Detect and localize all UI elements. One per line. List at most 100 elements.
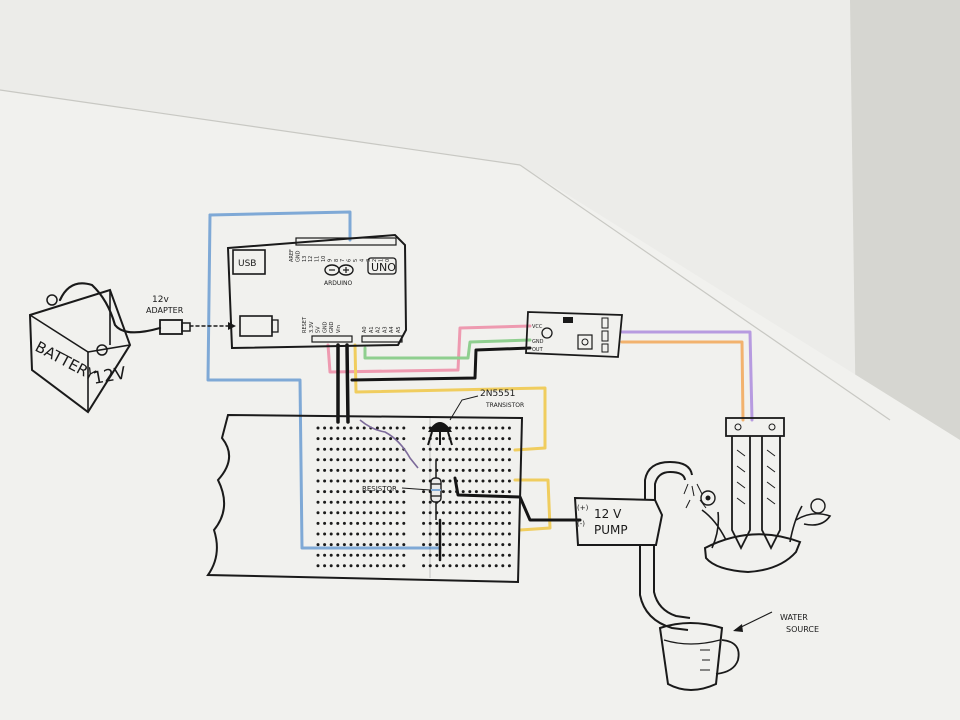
yellow-wire-lower	[513, 478, 552, 532]
breadboard-hole	[507, 468, 511, 472]
breadboard-hole	[369, 437, 373, 441]
breadboard-hole	[455, 532, 459, 536]
breadboard-hole	[481, 468, 485, 472]
leaf-icon	[701, 505, 832, 549]
breadboard-hole	[369, 500, 373, 504]
breadboard-hole	[494, 553, 498, 557]
breadboard-hole	[402, 468, 406, 472]
breadboard-hole	[382, 479, 386, 483]
breadboard-hole	[395, 479, 399, 483]
breadboard-hole	[356, 564, 360, 568]
breadboard-hole	[441, 447, 445, 451]
breadboard-hole	[369, 458, 373, 462]
pin-label: 2	[372, 259, 378, 262]
probe-leg-icon	[731, 436, 751, 551]
breadboard-hole	[356, 447, 360, 451]
breadboard-hole	[441, 532, 445, 536]
breadboard-hole	[356, 458, 360, 462]
breadboard-hole	[349, 468, 353, 472]
breadboard-hole	[382, 426, 386, 430]
breadboard-hole	[428, 553, 432, 557]
breadboard-hole	[422, 479, 426, 483]
breadboard-hole	[428, 511, 432, 515]
breadboard-hole	[369, 447, 373, 451]
breadboard-hole	[507, 511, 511, 515]
breadboard-hole	[422, 426, 426, 430]
breadboard-hole	[422, 521, 426, 525]
breadboard-hole	[501, 468, 505, 472]
breadboard-hole	[428, 447, 432, 451]
breadboard-hole	[395, 532, 399, 536]
breadboard-hole	[448, 543, 452, 547]
pin-label: AREF	[289, 249, 295, 262]
breadboard-hole	[402, 500, 406, 504]
breadboard-hole	[329, 426, 333, 430]
breadboard-hole	[494, 458, 498, 462]
pin-label: A3	[382, 326, 388, 333]
breadboard-hole	[461, 468, 465, 472]
breadboard-hole	[382, 543, 386, 547]
breadboard-hole	[395, 521, 399, 525]
breadboard-hole	[474, 543, 478, 547]
flower-icon	[700, 490, 716, 506]
pump-body	[573, 496, 664, 546]
breadboard-hole	[375, 447, 379, 451]
breadboard-hole	[461, 564, 465, 568]
breadboard-hole	[336, 468, 340, 472]
breadboard-hole	[448, 521, 452, 525]
breadboard-hole	[474, 479, 478, 483]
breadboard-hole	[501, 553, 505, 557]
breadboard-hole	[356, 437, 360, 441]
breadboard-hole	[488, 468, 492, 472]
breadboard-hole	[494, 511, 498, 515]
pin-label: A5	[396, 326, 402, 333]
breadboard-hole	[501, 543, 505, 547]
breadboard-hole	[422, 458, 426, 462]
breadboard-hole	[349, 458, 353, 462]
breadboard-hole	[488, 564, 492, 568]
breadboard-hole	[369, 490, 373, 494]
breadboard-hole	[474, 468, 478, 472]
breadboard-hole	[422, 532, 426, 536]
breadboard-hole	[362, 426, 366, 430]
breadboard-hole	[481, 500, 485, 504]
breadboard-hole	[441, 437, 445, 441]
breadboard-hole	[494, 479, 498, 483]
breadboard-hole	[342, 437, 346, 441]
breadboard-hole	[349, 490, 353, 494]
transistor-type: TRANSISTOR	[485, 402, 524, 409]
breadboard-hole	[481, 426, 485, 430]
breadboard-hole	[316, 447, 320, 451]
breadboard-hole	[422, 500, 426, 504]
blue-wire-ground	[206, 213, 442, 550]
water-spray-icon	[683, 483, 707, 509]
black-wire-sensor-gnd	[350, 346, 532, 382]
breadboard-hole	[428, 543, 432, 547]
pin-label: 10	[321, 256, 327, 262]
blue-wire	[208, 210, 352, 242]
breadboard-hole	[329, 553, 333, 557]
breadboard-hole	[468, 490, 472, 494]
jumper-wire	[359, 419, 419, 469]
breadboard-hole	[501, 500, 505, 504]
breadboard-hole	[455, 543, 459, 547]
breadboard-hole	[362, 458, 366, 462]
breadboard-hole	[507, 437, 511, 441]
breadboard-hole	[455, 458, 459, 462]
breadboard-hole	[389, 437, 393, 441]
breadboard-hole	[389, 564, 393, 568]
breadboard-hole	[362, 564, 366, 568]
breadboard-hole	[369, 532, 373, 536]
breadboard-hole	[448, 553, 452, 557]
breadboard-hole	[428, 564, 432, 568]
purple-wire	[620, 330, 754, 422]
pin-label: 7	[340, 259, 346, 262]
sensor-gnd-label: GND	[532, 339, 544, 345]
breadboard-hole	[349, 521, 353, 525]
breadboard-hole	[336, 553, 340, 557]
breadboard-hole	[501, 511, 505, 515]
breadboard-hole	[494, 447, 498, 451]
breadboard-hole	[507, 553, 511, 557]
breadboard-hole	[474, 564, 478, 568]
breadboard-hole	[362, 511, 366, 515]
